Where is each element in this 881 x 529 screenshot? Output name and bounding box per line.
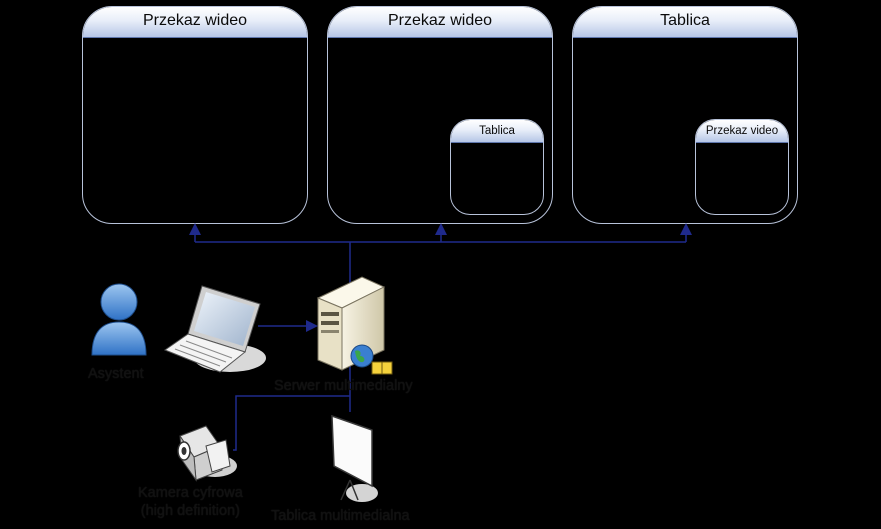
camera-label-line2: (high definition) (140, 503, 240, 519)
screen-title: Tablica (573, 7, 797, 38)
server-icon (316, 276, 393, 375)
camera-label: Kamera cyfrowa (high definition) (138, 484, 243, 520)
projection-board-icon (331, 414, 378, 502)
inset-video: Przekaz video (695, 119, 789, 215)
screen-title: Przekaz wideo (328, 7, 552, 38)
camera-to-server-line (233, 395, 350, 451)
server-label: Serwer multimedialny (274, 378, 413, 394)
camera-icon (177, 425, 237, 482)
inset-title: Przekaz video (696, 120, 788, 143)
screen-title: Przekaz wideo (83, 7, 307, 38)
laptop-icon (163, 285, 266, 373)
assistant-label: Asystent (88, 366, 144, 382)
board-label: Tablica multimedialna (271, 508, 410, 524)
inset-board: Tablica (450, 119, 544, 215)
screen-video-1: Przekaz wideo (82, 6, 308, 224)
inset-title: Tablica (451, 120, 543, 143)
server-to-screens-bus (189, 223, 692, 285)
camera-label-line1: Kamera cyfrowa (138, 485, 243, 501)
assistant-person-icon (91, 283, 147, 356)
